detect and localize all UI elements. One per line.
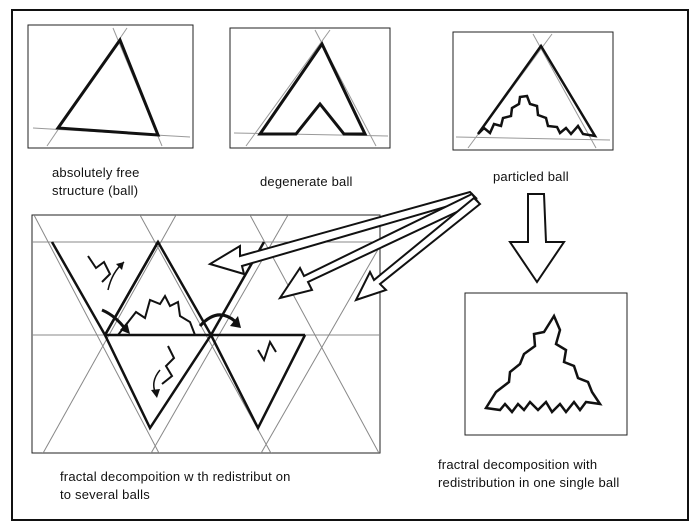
caption-free-ball-line1: absolutely free [52,165,140,180]
construction-line [455,136,611,141]
triangle-outline [50,241,160,338]
triangle-outline [103,239,213,336]
panel-frame [229,27,391,149]
arrow-head [120,322,130,334]
fractal-fragment [87,255,112,283]
hollow-arrow-down [508,193,566,284]
degenerate-ball-shape [257,41,368,136]
panel-degenerate-ball [229,27,391,149]
single-ball-fractal [483,313,603,415]
caption-decomposition-several-line1: fractal decompoition w th redistribut on [60,469,291,484]
hollow-arrow [354,196,482,302]
panel-decomposition-several [31,214,381,454]
panel-decomposition-single [464,292,628,436]
fractal-fragment [161,345,176,385]
grid-line [260,245,380,453]
caption-degenerate-ball: degenerate ball [260,174,353,189]
arrow-head [151,389,160,398]
panel-frame [31,214,381,454]
fractal-fragment [117,293,196,336]
caption-decomposition-single-line1: fractral decomposition with [438,457,598,472]
panel-free-ball [27,24,194,149]
construction-line [245,29,331,147]
particled-ball-shape [476,43,598,138]
hollow-arrow [207,190,478,276]
construction-line [532,33,597,149]
free-ball-triangle [55,36,161,137]
caption-decomposition-several-line2: to several balls [60,487,150,502]
panel-frame [27,24,194,149]
outer-border [11,9,689,521]
hollow-arrow [277,192,480,300]
panel-frame [452,31,614,151]
arrow-head [230,316,241,328]
caption-particled-ball: particled ball [493,169,569,184]
caption-decomposition-single-line2: redistribution in one single ball [438,475,620,490]
fractal-fragment [257,339,277,363]
panel-particled-ball [452,31,614,151]
arrow-head [116,262,124,270]
caption-free-ball-line2: structure (ball) [52,183,139,198]
distribution-arrows [207,190,566,302]
redistribution-arrow [198,313,237,328]
panel-frame [464,292,628,436]
